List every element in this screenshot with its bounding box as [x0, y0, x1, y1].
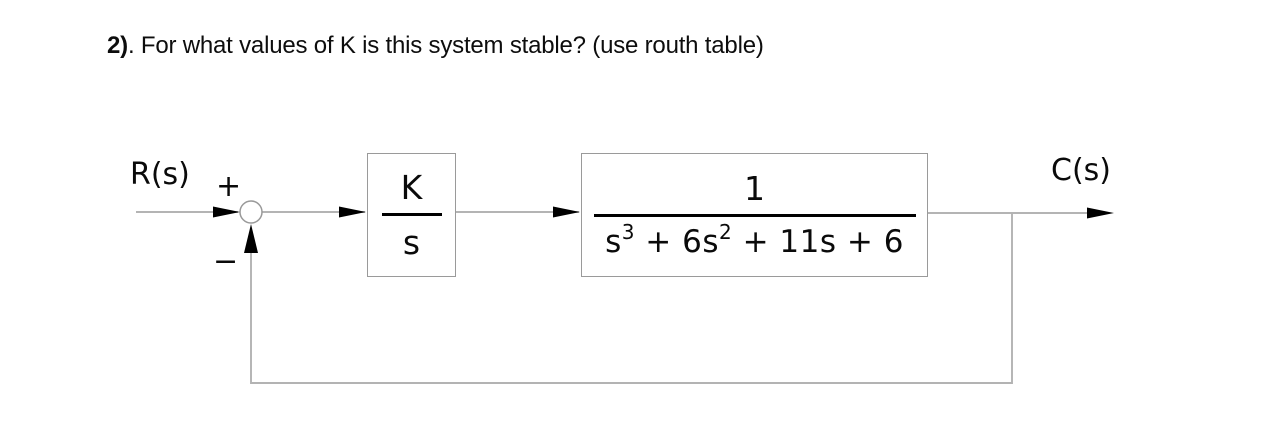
- den-term1-base: s: [605, 224, 622, 260]
- den-term2-exponent: 2: [719, 220, 733, 244]
- den-term2: + 6s: [634, 224, 720, 260]
- plant-arrowhead-icon: [553, 206, 580, 218]
- plant-block: 1 s3 + 6s2 + 11s + 6: [581, 153, 928, 277]
- question-number: 2): [107, 32, 128, 59]
- feedback-wire: [250, 213, 1013, 384]
- feedback-arrowhead-icon: [244, 224, 258, 253]
- plant-numerator: 1: [744, 169, 765, 208]
- plant-fraction-line: [593, 214, 916, 217]
- summing-junction: [239, 200, 263, 224]
- controller-denominator: s: [402, 223, 421, 262]
- output-arrowhead-icon: [1087, 207, 1114, 219]
- input-arrowhead-icon: [213, 206, 240, 218]
- plus-sign: +: [216, 169, 242, 204]
- question-text: . For what values of K is this system st…: [127, 32, 764, 59]
- den-term3: + 11s + 6: [732, 224, 904, 260]
- den-term1-exponent: 3: [621, 220, 635, 244]
- controller-arrowhead-icon: [339, 206, 366, 218]
- minus-sign: −: [213, 244, 239, 279]
- controller-numerator: K: [400, 168, 423, 207]
- controller-block: K s: [367, 153, 456, 277]
- question-title: 2). For what values of K is this system …: [107, 31, 764, 61]
- input-signal-label: R(s): [130, 157, 190, 192]
- output-signal-label: C(s): [1051, 153, 1111, 188]
- controller-fraction-line: [381, 213, 442, 216]
- plant-denominator: s3 + 6s2 + 11s + 6: [605, 217, 904, 258]
